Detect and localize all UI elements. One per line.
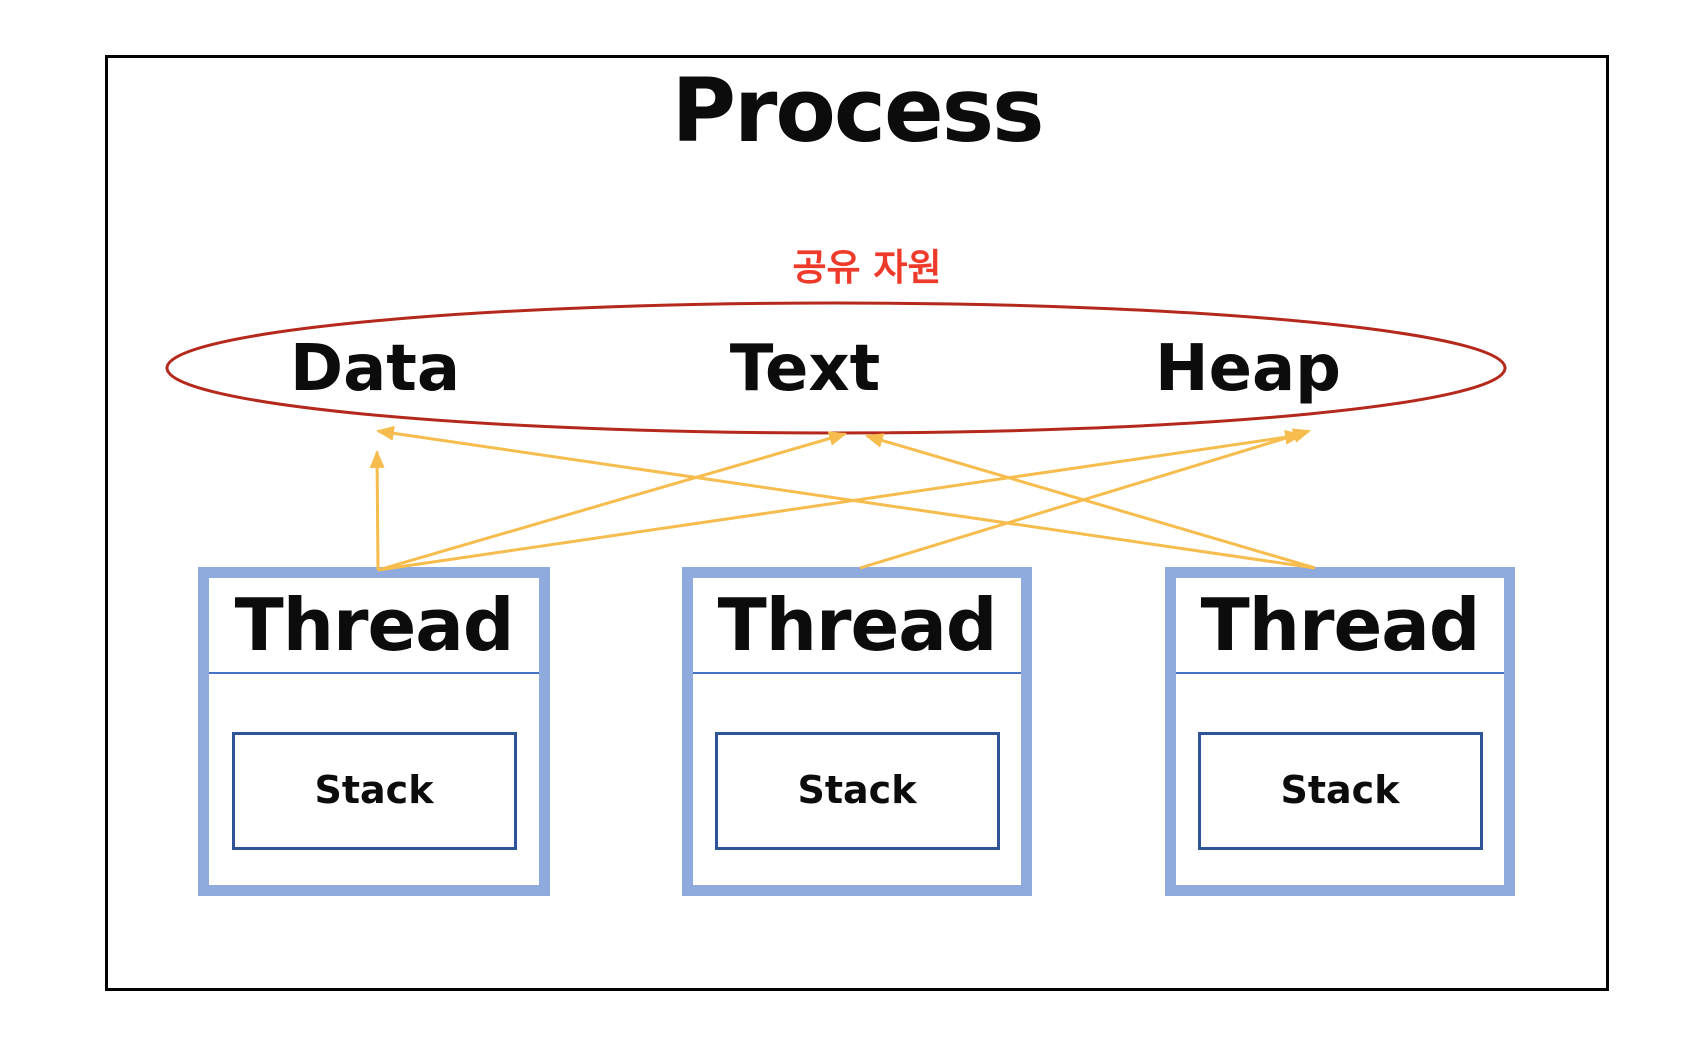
resource-text-label: Text [729,332,881,406]
resource-heap-label: Heap [1155,332,1341,406]
thread-box-2: Thread Stack [682,567,1032,896]
thread-1-title: Thread [209,578,539,674]
resource-data-label: Data [289,332,461,406]
shared-resources-label: 공유 자원 [792,246,942,289]
page-title: Process [671,59,1045,162]
thread-box-1: Thread Stack [198,567,550,896]
thread-box-3: Thread Stack [1165,567,1515,896]
thread-2-stack-box: Stack [714,732,1000,850]
thread-1-stack-box: Stack [231,732,517,850]
thread-3-stack-box: Stack [1197,732,1483,850]
process-frame [105,55,1609,991]
thread-3-title: Thread [1176,578,1504,674]
thread-2-title: Thread [693,578,1021,674]
